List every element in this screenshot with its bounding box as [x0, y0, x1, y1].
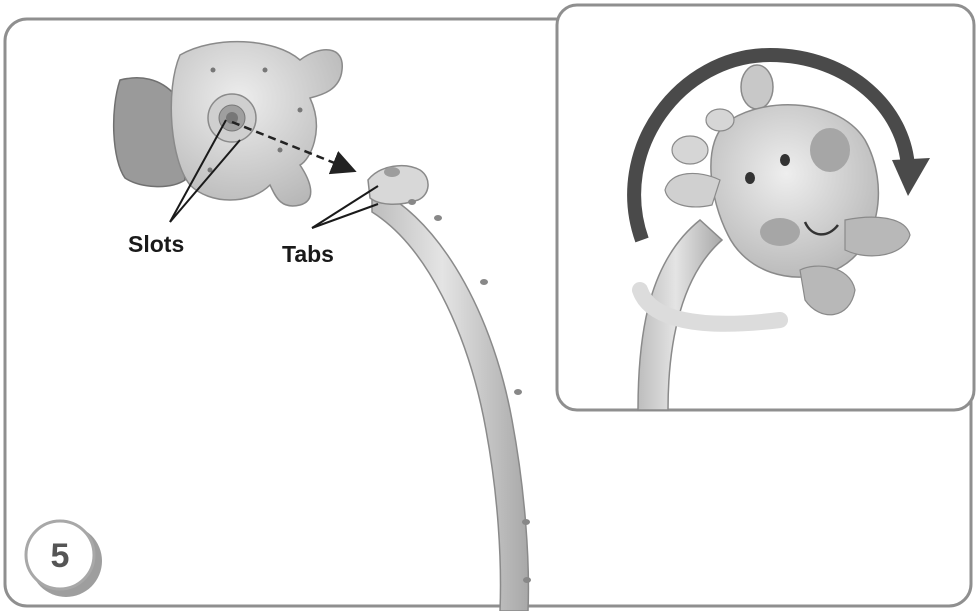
- step-number: 5: [51, 537, 70, 575]
- tabs-label: Tabs: [282, 241, 334, 267]
- slots-label: Slots: [128, 231, 184, 257]
- inset-panel: [557, 5, 974, 410]
